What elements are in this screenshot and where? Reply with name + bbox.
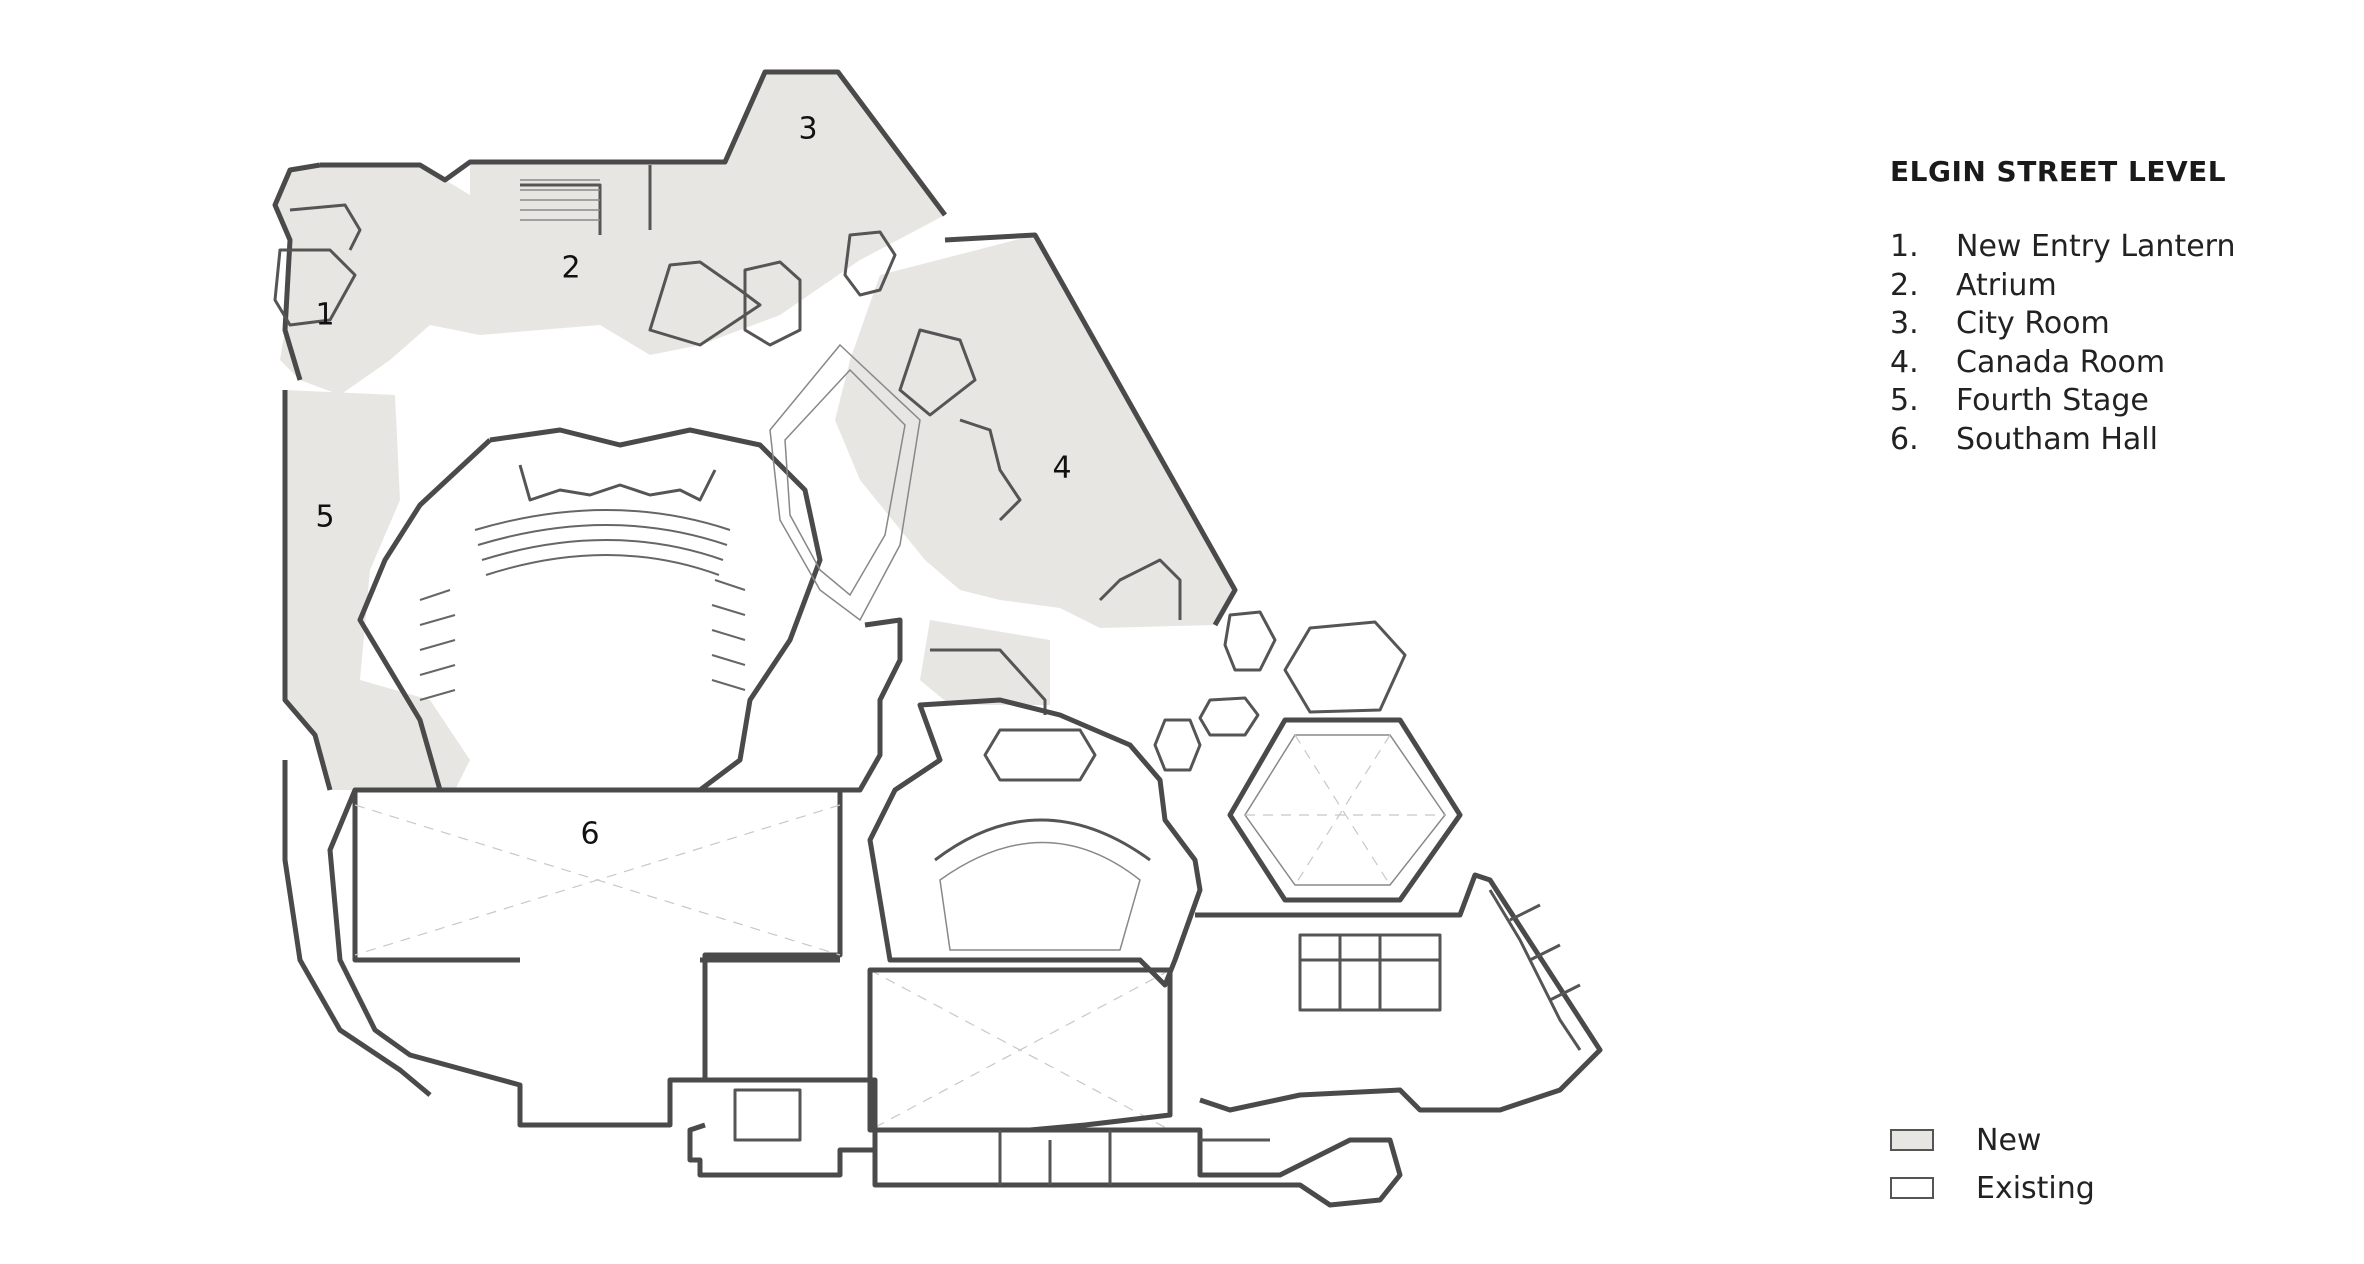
room-legend: ELGIN STREET LEVEL 1. New Entry Lantern … xyxy=(1890,155,2330,459)
area-canada-room xyxy=(835,235,1235,628)
room-number-labels: 1 2 3 4 5 6 xyxy=(315,112,1071,852)
area-fourth-stage xyxy=(285,390,470,790)
area-backstage-new xyxy=(920,620,1050,705)
new-areas xyxy=(275,72,1235,790)
room-number: 6. xyxy=(1890,421,1919,457)
room-name: Fourth Stage xyxy=(1956,383,2149,418)
room-name: City Room xyxy=(1956,306,2110,341)
plan-label-4: 4 xyxy=(1052,451,1071,486)
walls xyxy=(272,69,1603,1208)
area-atrium-city-entry xyxy=(275,72,945,395)
plan-label-2: 2 xyxy=(561,251,580,286)
room-number: 3. xyxy=(1890,306,1919,341)
plan-label-5: 5 xyxy=(315,500,334,535)
room-number: 1. xyxy=(1890,229,1919,264)
legend-title: ELGIN STREET LEVEL xyxy=(1890,155,2227,188)
existing-swatch xyxy=(1890,1177,1934,1199)
key-item-new: New xyxy=(1890,1116,2095,1164)
room-name: New Entry Lantern xyxy=(1956,229,2236,264)
room-list-item: 2. Atrium xyxy=(1890,267,2330,306)
room-list-item: 5. Fourth Stage xyxy=(1890,382,2330,421)
room-name: Southam Hall xyxy=(1956,421,2158,457)
room-number: 5. xyxy=(1890,383,1919,418)
room-number: 4. xyxy=(1890,344,1919,380)
room-list-item: 3. City Room xyxy=(1890,305,2330,344)
key-item-existing: Existing xyxy=(1890,1164,2095,1212)
plan-label-6: 6 xyxy=(580,817,599,852)
room-list: 1. New Entry Lantern 2. Atrium 3. City R… xyxy=(1890,228,2330,459)
room-number: 2. xyxy=(1890,267,1919,303)
room-list-item: 6. Southam Hall xyxy=(1890,421,2330,460)
key-label: Existing xyxy=(1976,1170,2095,1206)
room-name: Canada Room xyxy=(1956,344,2166,380)
room-list-item: 1. New Entry Lantern xyxy=(1890,228,2330,267)
plan-label-3: 3 xyxy=(798,112,817,147)
color-key: New Existing xyxy=(1890,1116,2095,1212)
new-swatch xyxy=(1890,1129,1934,1151)
room-name: Atrium xyxy=(1956,267,2057,303)
room-list-item: 4. Canada Room xyxy=(1890,344,2330,383)
plan-label-1: 1 xyxy=(315,298,334,333)
key-label: New xyxy=(1976,1122,2042,1158)
